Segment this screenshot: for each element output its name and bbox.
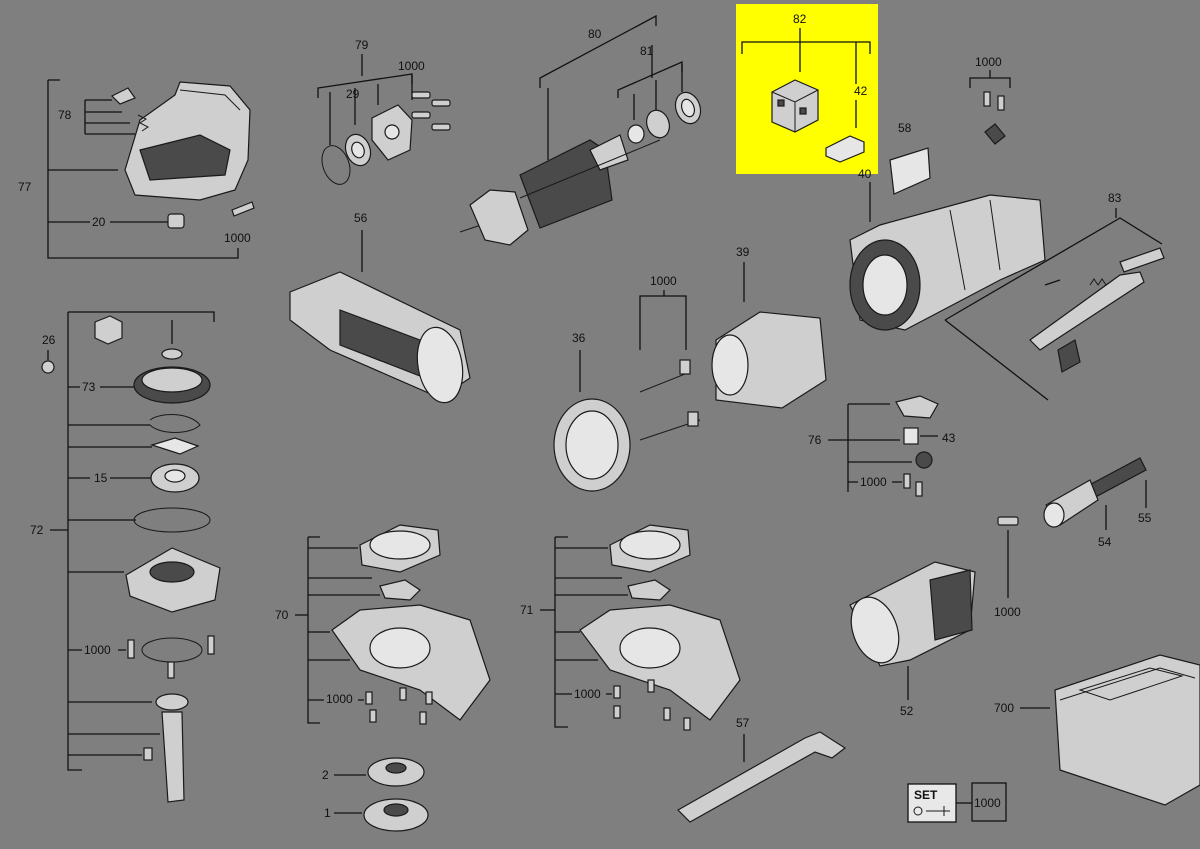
label-26[interactable]: 26 — [42, 333, 56, 347]
label-1000-mid[interactable]: 1000 — [650, 274, 677, 288]
label-36[interactable]: 36 — [572, 331, 586, 345]
label-1000-71[interactable]: 1000 — [574, 687, 601, 701]
part-57: 57 — [677, 716, 847, 823]
label-42[interactable]: 42 — [854, 84, 868, 98]
label-54[interactable]: 54 — [1098, 535, 1112, 549]
label-40[interactable]: 40 — [858, 167, 872, 181]
set-box-label[interactable]: 1000 — [974, 796, 1001, 810]
label-52[interactable]: 52 — [900, 704, 914, 718]
label-83[interactable]: 83 — [1108, 191, 1122, 205]
label-76[interactable]: 76 — [808, 433, 822, 447]
label-73[interactable]: 73 — [82, 380, 96, 394]
label-1000-79[interactable]: 1000 — [398, 59, 425, 73]
label-78[interactable]: 78 — [58, 108, 72, 122]
label-55[interactable]: 55 — [1138, 511, 1152, 525]
group-79: 79 29 1000 — [317, 38, 451, 185]
label-20[interactable]: 20 — [92, 215, 106, 229]
group-72: 72 26 73 15 1000 — [30, 311, 221, 803]
part-39: 39 — [711, 245, 827, 409]
label-81[interactable]: 81 — [640, 44, 654, 58]
group-76: 76 43 1000 — [808, 395, 956, 497]
group-top-right: 1000 58 40 83 — [849, 55, 1165, 401]
label-79[interactable]: 79 — [355, 38, 369, 52]
label-29[interactable]: 29 — [346, 87, 360, 101]
label-57[interactable]: 57 — [736, 716, 750, 730]
group-82-42: 82 42 — [741, 12, 871, 163]
label-2[interactable]: 2 — [322, 768, 329, 782]
group-80-81: 80 81 — [459, 14, 702, 246]
part-52: 52 — [849, 561, 976, 718]
group-54-55: 55 54 1000 — [994, 457, 1152, 619]
label-77[interactable]: 77 — [18, 180, 32, 194]
label-1000-54[interactable]: 1000 — [994, 605, 1021, 619]
set-legend: SET 1000 — [907, 782, 1007, 823]
label-71[interactable]: 71 — [520, 603, 534, 617]
label-82[interactable]: 82 — [793, 12, 807, 26]
label-80[interactable]: 80 — [588, 27, 602, 41]
group-71: 71 1000 — [520, 524, 741, 731]
label-1000-77[interactable]: 1000 — [224, 231, 251, 245]
label-700[interactable]: 700 — [994, 701, 1014, 715]
set-label: SET — [914, 788, 938, 802]
label-56[interactable]: 56 — [354, 211, 368, 225]
label-58[interactable]: 58 — [898, 121, 912, 135]
group-36: 1000 36 — [553, 274, 701, 492]
label-70[interactable]: 70 — [275, 608, 289, 622]
label-1000-70[interactable]: 1000 — [326, 692, 353, 706]
part-56: 56 — [289, 211, 471, 404]
label-1[interactable]: 1 — [324, 806, 331, 820]
label-15[interactable]: 15 — [94, 471, 108, 485]
group-70: 70 1000 — [275, 524, 491, 725]
label-72[interactable]: 72 — [30, 523, 44, 537]
group-77: 77 78 20 1000 — [18, 79, 255, 259]
flanges: 2 1 — [322, 757, 429, 832]
label-39[interactable]: 39 — [736, 245, 750, 259]
set-box — [971, 782, 1007, 822]
part-700: 700 — [994, 654, 1200, 806]
label-1000-tr[interactable]: 1000 — [975, 55, 1002, 69]
label-1000-76[interactable]: 1000 — [860, 475, 887, 489]
label-43[interactable]: 43 — [942, 431, 956, 445]
label-1000-72[interactable]: 1000 — [84, 643, 111, 657]
